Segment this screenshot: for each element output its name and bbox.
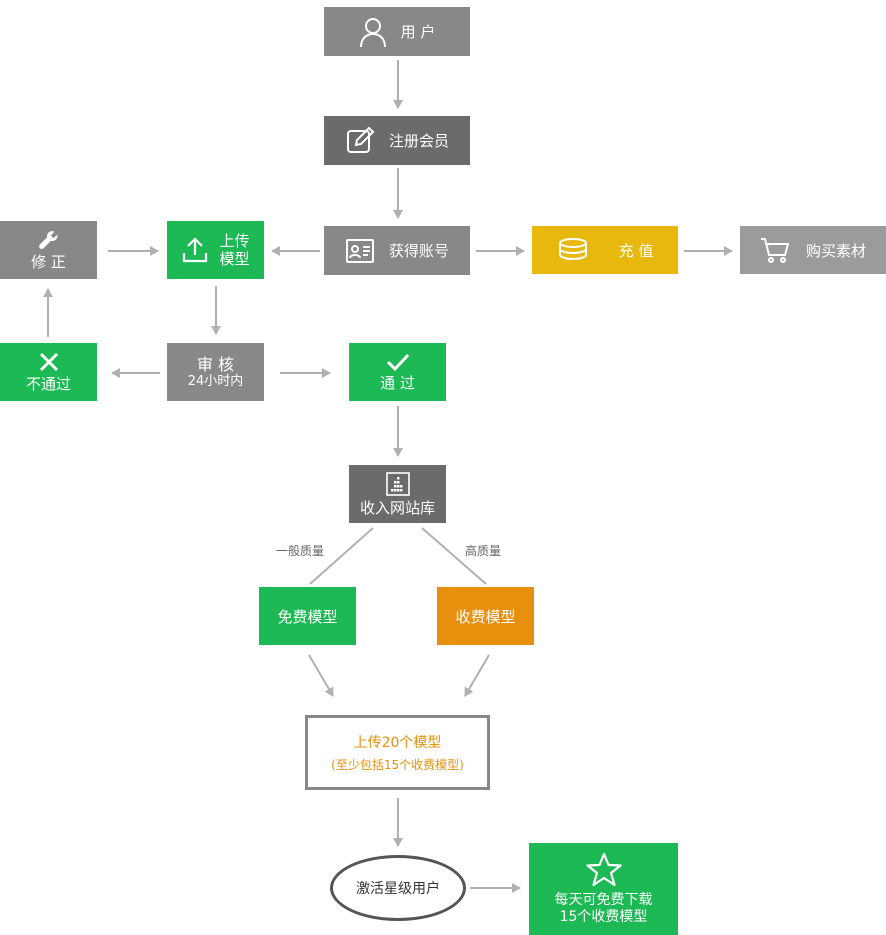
node-register-label: 注册会员 — [388, 132, 449, 150]
node-star-user-label: 激活星级用户 — [356, 881, 440, 897]
edge-label-high-quality: 高质量 — [465, 544, 502, 558]
library-icon — [385, 471, 410, 496]
close-icon — [39, 352, 59, 372]
node-account: 获得账号 — [324, 226, 470, 275]
node-review-label-bottom: 24小时内 — [187, 373, 244, 389]
upload-icon — [181, 236, 209, 264]
node-user-label: 用 户 — [400, 23, 436, 41]
node-paid-model-label: 收费模型 — [455, 607, 516, 626]
arrow-paid-upload20 — [464, 654, 490, 697]
user-icon — [359, 16, 387, 48]
node-reject-label: 不通过 — [25, 374, 71, 393]
check-icon — [386, 353, 410, 371]
node-library-label: 收入网站库 — [359, 498, 435, 517]
id-card-icon — [345, 238, 375, 264]
node-user: 用 户 — [324, 7, 470, 56]
node-upload: 上传 模型 — [167, 221, 264, 279]
node-upload-20: 上传20个模型 (至少包括15个收费模型) — [305, 715, 490, 790]
node-free-model-label: 免费模型 — [277, 607, 338, 626]
node-review: 审 核 24小时内 — [167, 343, 264, 401]
node-pass: 通 过 — [349, 343, 446, 401]
star-icon — [585, 852, 623, 888]
node-paid-model: 收费模型 — [437, 587, 534, 645]
node-daily-download-line2: 15个收费模型 — [559, 909, 648, 925]
node-upload-text: 上传 模型 — [219, 232, 249, 268]
node-upload-label-top: 上传 — [219, 232, 250, 250]
line-library-paid — [421, 527, 487, 585]
node-upload-20-line2: (至少包括15个收费模型) — [331, 758, 464, 772]
edit-icon — [345, 126, 375, 156]
node-account-label: 获得账号 — [388, 242, 449, 260]
wrench-icon — [37, 229, 61, 251]
coins-icon — [557, 237, 589, 263]
cart-icon — [760, 236, 790, 264]
arrow-free-upload20 — [308, 654, 334, 697]
node-review-label-top: 审 核 — [196, 354, 235, 374]
node-upload-20-line1: 上传20个模型 — [353, 735, 442, 751]
node-pass-label: 通 过 — [380, 373, 415, 392]
line-library-free — [309, 527, 374, 585]
node-register: 注册会员 — [324, 116, 470, 165]
node-reject: 不通过 — [0, 343, 97, 401]
edge-label-normal-quality: 一般质量 — [276, 544, 325, 558]
node-fix: 修 正 — [0, 221, 97, 279]
node-library: 收入网站库 — [349, 465, 446, 523]
node-upload-label-bottom: 模型 — [219, 250, 250, 268]
node-star-user: 激活星级用户 — [330, 855, 466, 921]
node-recharge: 充 值 — [532, 226, 678, 274]
node-recharge-label: 充 值 — [618, 241, 654, 260]
node-daily-download: 每天可免费下载 15个收费模型 — [529, 843, 678, 935]
node-daily-download-line1: 每天可免费下载 — [554, 892, 653, 909]
node-buy-label: 购买素材 — [805, 241, 866, 260]
node-free-model: 免费模型 — [259, 587, 356, 645]
node-buy: 购买素材 — [740, 226, 886, 274]
node-fix-label: 修 正 — [31, 253, 66, 271]
